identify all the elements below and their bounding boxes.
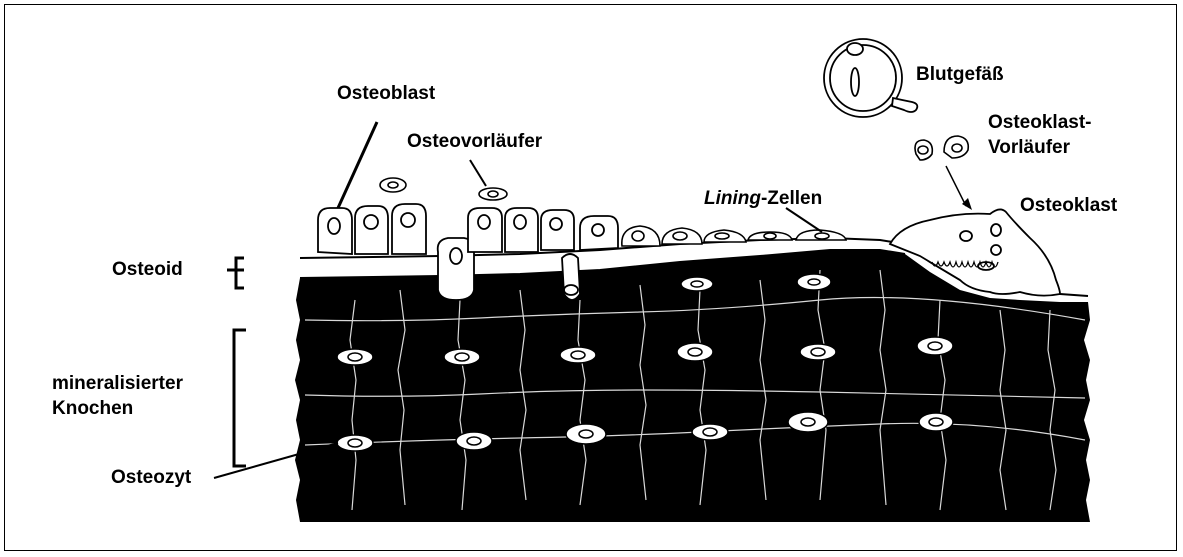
mineralized-bracket <box>234 330 246 466</box>
label-osteozyt: Osteozyt <box>111 466 191 489</box>
osteocyte <box>566 424 606 444</box>
lining-rest: -Zellen <box>761 188 822 209</box>
osteocyte <box>917 337 953 355</box>
osteoblast-leader <box>338 122 377 208</box>
osteocyte <box>800 344 836 360</box>
osteocyte <box>919 413 953 431</box>
osteoclast-precursors <box>915 136 968 160</box>
osteoprogenitors <box>380 178 507 200</box>
osteocyte <box>788 412 828 432</box>
osteocyte <box>677 343 713 361</box>
osteocyte <box>692 424 728 440</box>
osteocyte <box>337 435 373 451</box>
lining-cells <box>622 226 846 246</box>
osteoklast-leader <box>946 166 966 206</box>
label-osteoblast: Osteoblast <box>337 82 435 105</box>
osteoid-bracket <box>227 258 244 288</box>
label-osteoid: Osteoid <box>112 258 183 281</box>
osteoblasts <box>318 204 618 254</box>
osteocyte <box>337 349 373 365</box>
osteocyte <box>444 349 480 365</box>
osteocyte <box>456 432 492 450</box>
lining-leader <box>786 208 822 232</box>
lining-italic: Lining <box>704 188 761 209</box>
label-osteoklast-vorlaeufer-2: Vorläufer <box>988 136 1070 159</box>
osteocyte <box>560 347 596 363</box>
label-blutgefaess: Blutgefäß <box>916 63 1004 86</box>
label-mineralisierter-1: mineralisierter <box>52 372 183 395</box>
label-lining-zellen: Lining-Zellen <box>704 187 822 210</box>
osteocyte <box>797 274 831 290</box>
label-mineralisierter-2: Knochen <box>52 397 133 420</box>
blood-vessel <box>824 39 917 117</box>
label-osteoklast: Osteoklast <box>1020 194 1117 217</box>
label-osteovorlaeufer: Osteovorläufer <box>407 130 542 153</box>
osteovorlaeufer-leader <box>470 160 486 186</box>
label-osteoklast-vorlaeufer-1: Osteoklast- <box>988 111 1091 134</box>
osteocyte <box>681 277 713 291</box>
